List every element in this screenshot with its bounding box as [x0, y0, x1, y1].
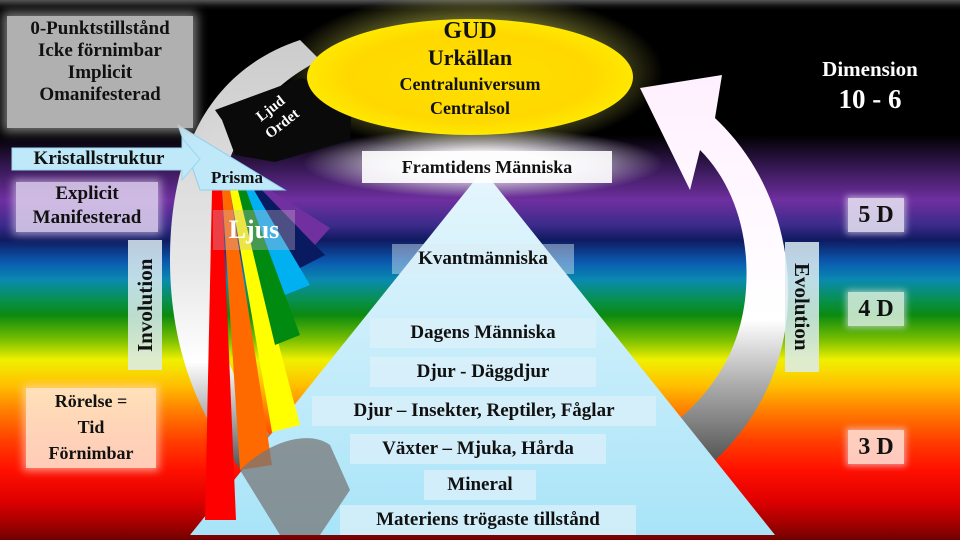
- dimension-range: 10 - 6: [838, 84, 902, 114]
- pyramid-row-today-human: Dagens Människa: [370, 318, 596, 348]
- evolution-label: Evolution: [785, 242, 819, 372]
- implicit-state-box: 0-Punktstillstånd Icke förnimbar Implici…: [7, 16, 193, 128]
- prism-label: Prisma: [211, 168, 263, 187]
- pyramid-row-mammals: Djur - Däggdjur: [370, 357, 596, 387]
- sound-arrow-shape: [215, 78, 352, 162]
- dimension-4d: 4 D: [848, 292, 904, 326]
- ray-green: [238, 190, 300, 345]
- ray-orange: [222, 190, 272, 470]
- crystal-structure-label: Kristallstruktur: [33, 148, 165, 169]
- dimension-3d: 3 D: [848, 430, 904, 464]
- source-line-4: Centralsol: [430, 98, 510, 118]
- ray-violet: [262, 190, 330, 245]
- pyramid-apex-label: Framtidens Människa: [362, 151, 612, 183]
- ray-blue: [246, 190, 310, 295]
- ray-indigo: [254, 190, 325, 268]
- implicit-line-4: Omanifesterad: [39, 83, 161, 105]
- explicit-line-1: Explicit: [55, 183, 119, 204]
- light-label: Ljus: [213, 210, 295, 250]
- implicit-line-2: Icke förnimbar: [37, 39, 162, 61]
- source-line-3: Centraluniversum: [399, 74, 541, 94]
- pyramid-row-quantum: Kvantmänniska: [392, 244, 574, 274]
- pyramid-shape: [190, 170, 775, 535]
- evolution-arc: [600, 75, 789, 520]
- dimension-title: Dimension: [822, 57, 918, 81]
- source-title: GUD: [443, 18, 497, 44]
- pyramid-row-insects: Djur – Insekter, Reptiler, Fåglar: [312, 396, 656, 426]
- pyramid-row-mineral: Mineral: [424, 470, 536, 500]
- dimension-header: Dimension 10 - 6: [790, 56, 950, 116]
- ray-yellow: [230, 190, 300, 432]
- ray-red: [205, 190, 236, 520]
- explicit-box: Explicit Manifesterad: [16, 182, 158, 232]
- pyramid-row-plants: Växter – Mjuka, Hårda: [350, 434, 606, 464]
- motion-line-1: Rörelse =: [54, 391, 128, 411]
- source-subtitle: Urkällan: [427, 45, 513, 70]
- implicit-line-1: 0-Punktstillstånd: [30, 18, 170, 39]
- source-text: GUD Urkällan Centraluniversum Centralsol: [340, 18, 600, 120]
- implicit-line-3: Implicit: [67, 61, 133, 83]
- involution-label: Involution: [128, 240, 162, 370]
- motion-line-3: Förnimbar: [48, 443, 134, 463]
- crystal-arrow-shape: [11, 136, 201, 182]
- motion-time-box: Rörelse = Tid Förnimbar: [26, 388, 156, 468]
- pyramid-row-matter: Materiens trögaste tillstånd: [340, 505, 636, 535]
- sun-ellipse: [307, 19, 633, 135]
- motion-line-2: Tid: [77, 417, 105, 437]
- dimension-5d: 5 D: [848, 198, 904, 232]
- arc-fold: [240, 438, 350, 535]
- explicit-line-2: Manifesterad: [32, 207, 142, 228]
